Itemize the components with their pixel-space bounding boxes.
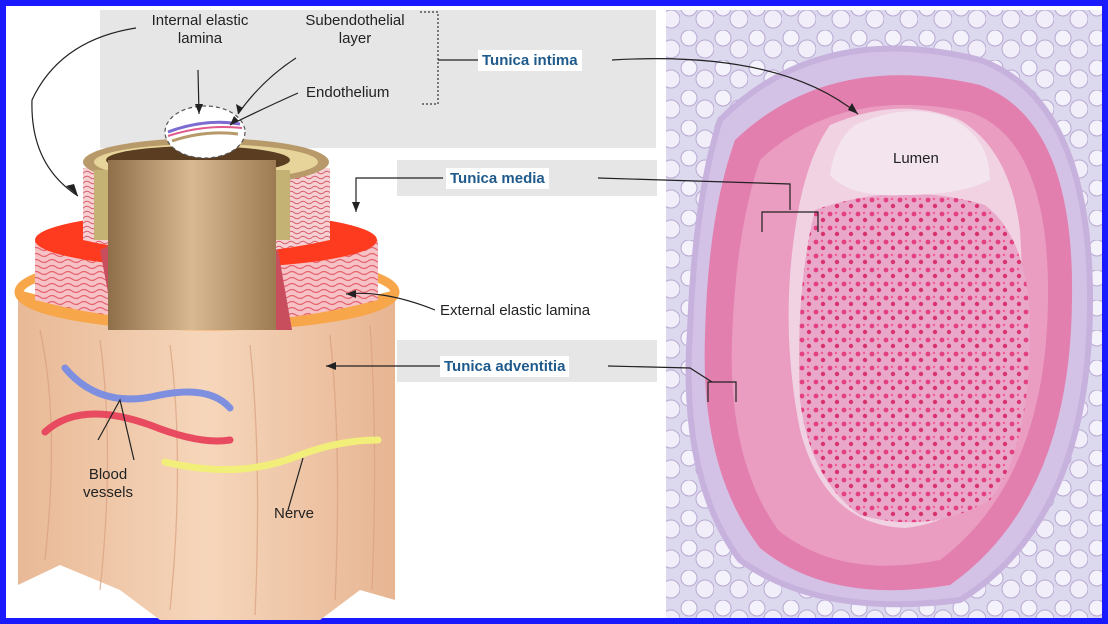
- external-elastic-lamina-label: External elastic lamina: [440, 302, 590, 320]
- subendothelial-layer-label: Subendothelial layer: [290, 12, 420, 48]
- vessel-illustration: [18, 106, 395, 620]
- tunica-media-label: Tunica media: [446, 168, 549, 189]
- nerve-label: Nerve: [274, 505, 314, 523]
- blood-vessels-label: Blood vessels: [68, 466, 148, 502]
- tunica-intima-label: Tunica intima: [478, 50, 582, 71]
- internal-elastic-lamina-label: Internal elastic lamina: [140, 12, 260, 48]
- lumen-label: Lumen: [893, 150, 939, 168]
- histology-panel: [666, 10, 1102, 618]
- endothelium-label: Endothelium: [306, 84, 389, 102]
- tunica-adventitia-label: Tunica adventitia: [440, 356, 569, 377]
